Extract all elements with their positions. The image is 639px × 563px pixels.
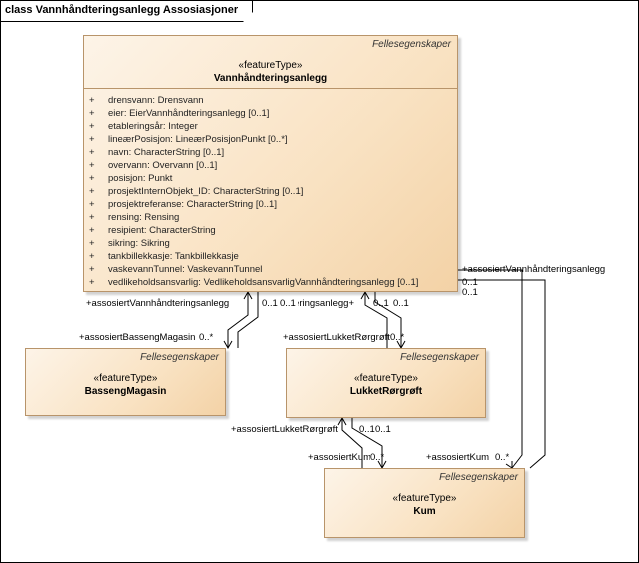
diagram-title: class Vannhåndteringsanlegg Assosiasjone… (1, 1, 254, 22)
mult-label-vha-mid: 0..1 (373, 298, 389, 309)
package-label: Fellesegenskaper (439, 472, 518, 483)
mult-label-lukket-bottom: 0..1 (359, 424, 375, 435)
stereotype-label: «featureType» (93, 373, 158, 384)
attribute-row: +vaskevannTunnel: VaskevannTunnel (89, 264, 263, 275)
attribute-row: +etableringsår: Integer (89, 121, 198, 132)
attribute-row: +posisjon: Punkt (89, 173, 173, 184)
mult-label-vha-right: 0..1 (462, 277, 478, 288)
arrowhead-basseng (223, 340, 233, 350)
arrowhead-lukket-bottom (337, 416, 347, 426)
arrowhead-vha-left (243, 290, 253, 300)
mult-label-kum-left: 0..* (370, 452, 385, 463)
role-label-vha-left: +assosiertVannhåndteringsanlegg (86, 298, 230, 309)
mult-label-vha-left-2: 0..1 (280, 298, 296, 309)
attribute-row: +vedlikeholdsansvarlig: Vedlikeholdsansv… (89, 277, 419, 288)
attribute-row: +rensing: Rensing (89, 212, 180, 223)
role-label-vha-right: +assosiertVannhåndteringsanlegg (462, 264, 606, 275)
role-label-kum-right: +assosiertKum (426, 452, 490, 463)
attribute-row: +prosjektreferanse: CharacterString [0..… (89, 199, 277, 210)
association-basseng-return (237, 292, 259, 348)
class-lukketrorgroft[interactable]: Fellesegenskaper «featureType» LukketRør… (286, 348, 486, 418)
attribute-compartment: +drensvann: Drensvann +eier: EierVannhån… (84, 88, 457, 291)
mult-label-vha-mid-2: 0..1 (393, 298, 409, 309)
class-vannhandteringsanlegg[interactable]: Fellesegenskaper «featureType» Vannhåndt… (83, 35, 458, 292)
association-lukket-kum-return (351, 418, 383, 468)
role-label-basseng: +assosiertBassengMagasin (79, 332, 196, 343)
stereotype-label: «featureType» (238, 60, 303, 71)
package-label: Fellesegenskaper (140, 352, 219, 363)
role-label-vha-mid: +assosiertVannhåndteringsanlegg (298, 298, 354, 309)
role-label-lukket-top: +assosiertLukketRørgrøft (283, 332, 390, 343)
attribute-row: +eier: EierVannhåndteringsanlegg [0..1] (89, 108, 270, 119)
class-name: Vannhåndteringsanlegg (213, 73, 328, 84)
association-lukket-return (374, 292, 402, 348)
association-lukket (364, 292, 388, 348)
mult-label-kum-right: 0..* (495, 452, 510, 463)
association-lukket-kum (341, 418, 363, 468)
stereotype-label: «featureType» (354, 373, 418, 384)
association-vha-kum-return (458, 279, 546, 469)
mult-label-lukket-top: 0..* (390, 332, 405, 343)
attribute-row: +resipient: CharacterString (89, 225, 216, 236)
association-basseng (227, 292, 249, 348)
attribute-row: +drensvann: Drensvann (89, 95, 204, 106)
role-label-lukket-bottom: +assosiertLukketRørgrøft (231, 424, 338, 435)
attribute-row: +tankbillekkasje: Tankbillekkasje (89, 251, 239, 262)
class-name: BassengMagasin (84, 386, 167, 397)
attribute-row: +prosjektInternObjekt_ID: CharacterStrin… (89, 186, 304, 197)
attribute-row: +overvann: Overvann [0..1] (89, 160, 218, 171)
mult-label-lukket-bottom-2: 0..1 (375, 424, 391, 435)
stereotype-label: «featureType» (392, 493, 457, 504)
class-kum[interactable]: Fellesegenskaper «featureType» Kum (324, 468, 525, 538)
mult-label-vha-left: 0..1 (262, 298, 278, 309)
attribute-row: +sikring: Sikring (89, 238, 170, 249)
package-label: Fellesegenskaper (372, 39, 451, 50)
association-vha-kum (458, 269, 523, 469)
arrowhead-vha-mid (360, 290, 370, 300)
class-name: Kum (413, 506, 436, 517)
role-label-kum-left: +assosiertKum (308, 452, 370, 463)
attribute-row: +navn: CharacterString [0..1] (89, 147, 225, 158)
mult-label-vha-right-2: 0..1 (462, 287, 478, 298)
class-bassengmagasin[interactable]: Fellesegenskaper «featureType» BassengMa… (25, 348, 226, 416)
class-name: LukketRørgrøft (349, 386, 423, 397)
attribute-row: +lineærPosisjon: LineærPosisjonPunkt [0.… (89, 134, 288, 145)
mult-label-basseng: 0..* (199, 332, 214, 343)
package-label: Fellesegenskaper (400, 352, 479, 363)
